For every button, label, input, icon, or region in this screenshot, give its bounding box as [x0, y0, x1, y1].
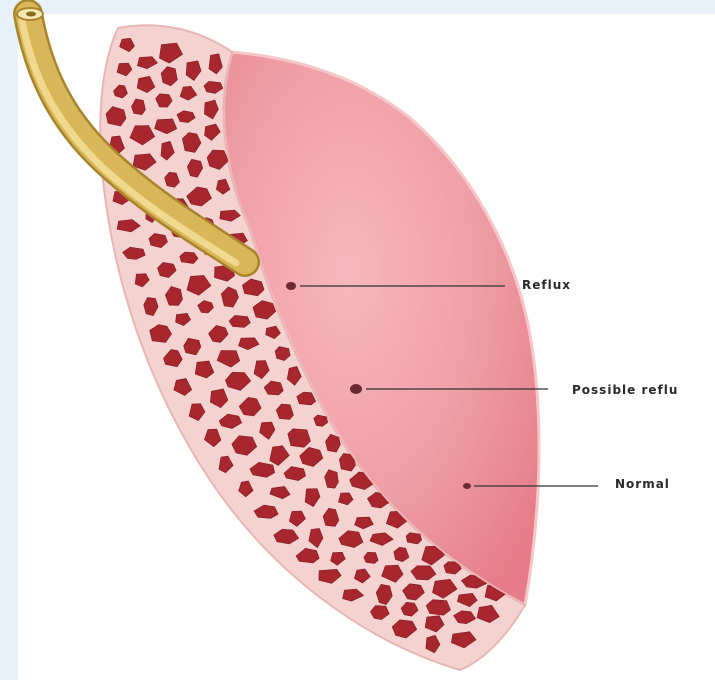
muscle-cell: [364, 552, 378, 563]
ureter-lumen: [26, 12, 36, 17]
label-possible-reflux: Possible reflu: [572, 383, 678, 397]
label-normal: Normal: [615, 477, 670, 491]
ureteral-orifice-icon: [350, 384, 362, 394]
ureteral-orifice-icon: [286, 282, 296, 290]
muscle-cell: [288, 429, 311, 448]
muscle-cell: [406, 533, 422, 544]
ureteral-orifice-icon: [463, 483, 471, 489]
label-reflux: Reflux: [522, 278, 571, 292]
muscle-cell: [426, 600, 450, 616]
